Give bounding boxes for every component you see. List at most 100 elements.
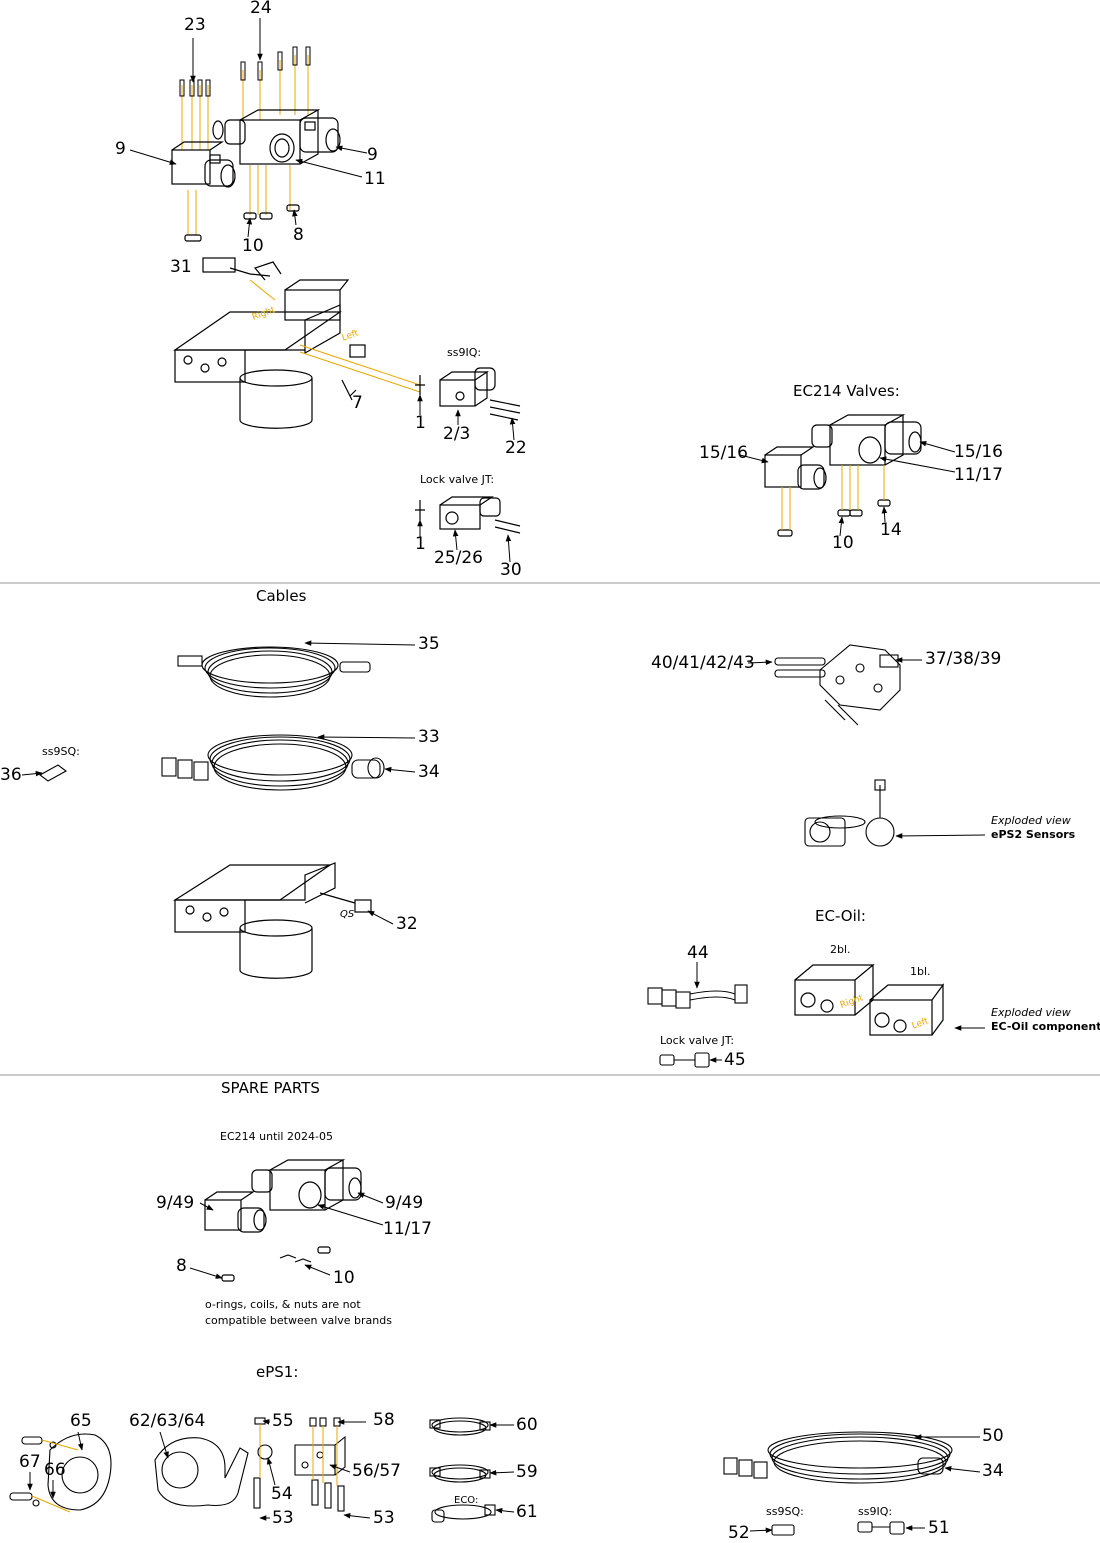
callout-37-39: 37/38/39 [925,649,1002,669]
callout-54: 54 [271,1484,293,1504]
connectors-51-52 [771,1521,905,1536]
eps2-sensors-exploded [804,779,895,847]
callout-53-left: 53 [272,1508,294,1528]
leaders-bottom-right [749,1434,981,1534]
callout-7: 7 [352,393,363,413]
eps1-title: ePS1: [256,1363,299,1381]
callout-50: 50 [982,1426,1004,1446]
leader-lines-yellow [249,279,421,393]
callout-55: 55 [272,1411,294,1431]
leaders-eps2 [747,657,986,839]
eps2-sensors-label: ePS2 Sensors [991,828,1076,841]
ss9iq-top-title: ss9IQ: [447,346,482,359]
callout-56-57: 56/57 [352,1461,401,1481]
callout-8-spare: 8 [176,1256,187,1276]
spare-valve-assembly [204,1158,362,1282]
callout-59: 59 [516,1462,538,1482]
callout-15-16-right: 15/16 [954,442,1003,462]
callout-32: 32 [396,914,418,934]
leaders-ss9iq-top [417,394,516,441]
eps1-parts [9,1417,496,1523]
ec214-until-title: EC214 until 2024-05 [220,1130,333,1143]
leaders-ec-oil [694,962,985,1063]
callout-1-ss9iq: 1 [415,413,426,433]
callout-40-43: 40/41/42/43 [651,653,755,673]
callout-45: 45 [724,1050,746,1070]
ec214-valves-title: EC214 Valves: [793,382,900,400]
callout-14: 14 [880,520,902,540]
ss9sq-cables-title: ss9SQ: [42,745,80,758]
callout-11: 11 [364,169,386,189]
lock-valve-top-title: Lock valve JT: [420,473,495,486]
callout-34-cables: 34 [418,762,440,782]
cable-33-34 [161,734,385,791]
compatibility-note-line2: compatible between valve brands [205,1314,392,1327]
callout-11-17-spare: 11/17 [383,1219,432,1239]
callout-61: 61 [516,1502,538,1522]
leaders-cables [21,640,416,925]
callout-52: 52 [728,1523,750,1543]
connector-36 [38,764,68,782]
callout-51: 51 [928,1518,950,1538]
qs-marking: QS [340,909,355,920]
callout-23: 23 [184,15,206,35]
callout-33: 33 [418,727,440,747]
cable-50 [723,1431,953,1484]
callout-67: 67 [19,1452,41,1472]
callout-58: 58 [373,1410,395,1430]
eco-title: ECO: [454,1495,479,1506]
manifold-tank-top [173,257,366,429]
leaders-ec214 [739,441,956,537]
lock-valve-ecoil-title: Lock valve JT: [660,1034,735,1047]
callout-62-64: 62/63/64 [129,1411,206,1431]
callout-35: 35 [418,634,440,654]
callout-53-right: 53 [373,1508,395,1528]
callout-9-49-right: 9/49 [385,1193,424,1213]
callout-31: 31 [170,257,192,277]
callout-22: 22 [505,438,527,458]
cable-44 [647,984,748,1009]
callout-10-top: 10 [242,236,264,256]
leaders-spare-valve [189,1192,384,1279]
callout-9-right: 9 [367,145,378,165]
callout-24: 24 [250,0,272,18]
lock-valve-top [415,496,521,534]
ss9iq-bottom-title: ss9IQ: [858,1505,893,1518]
callout-65: 65 [70,1411,92,1431]
callout-30: 30 [500,560,522,580]
leaders-eps1 [27,1419,515,1521]
section-spare-parts-title: SPARE PARTS [221,1079,320,1097]
one-bl-title: 1bl. [910,965,931,978]
leaders-top [129,18,368,238]
callout-2-3: 2/3 [443,424,471,444]
callout-60: 60 [516,1415,538,1435]
callout-34-bottom: 34 [982,1461,1004,1481]
ec-oil-components-label: EC-Oil components [991,1020,1100,1033]
manifold-tank-cables [172,862,372,979]
compatibility-note-line1: o-rings, coils, & nuts are not [205,1298,361,1311]
section-cables-title: Cables [256,587,307,605]
callout-15-16-left: 15/16 [699,443,748,463]
ec214-valves-assembly [764,413,922,537]
leaders-lock-valve-top [417,519,512,563]
ec-oil-blocks [794,963,945,1036]
callout-36: 36 [0,765,22,785]
callout-1-lock: 1 [415,534,426,554]
callout-10-spare: 10 [333,1268,355,1288]
callout-9-left: 9 [115,139,126,159]
callout-10-ec214: 10 [832,533,854,553]
ec-oil-title: EC-Oil: [815,907,866,925]
two-bl-title: 2bl. [830,943,851,956]
sensor-bracket-37-39 [774,644,901,726]
ss9iq-valve-top [415,367,521,421]
exploded-view-note-2: Exploded view [991,1006,1071,1019]
callout-11-17-ec214: 11/17 [954,465,1003,485]
eps1-bolts [31,1424,338,1513]
ss9sq-bottom-title: ss9SQ: [766,1505,804,1518]
callout-9-49-left: 9/49 [156,1193,195,1213]
ec214-bolts [781,465,885,530]
cable-35 [177,646,371,698]
exploded-view-note-1: Exploded view [991,814,1071,827]
callout-66: 66 [44,1460,66,1480]
